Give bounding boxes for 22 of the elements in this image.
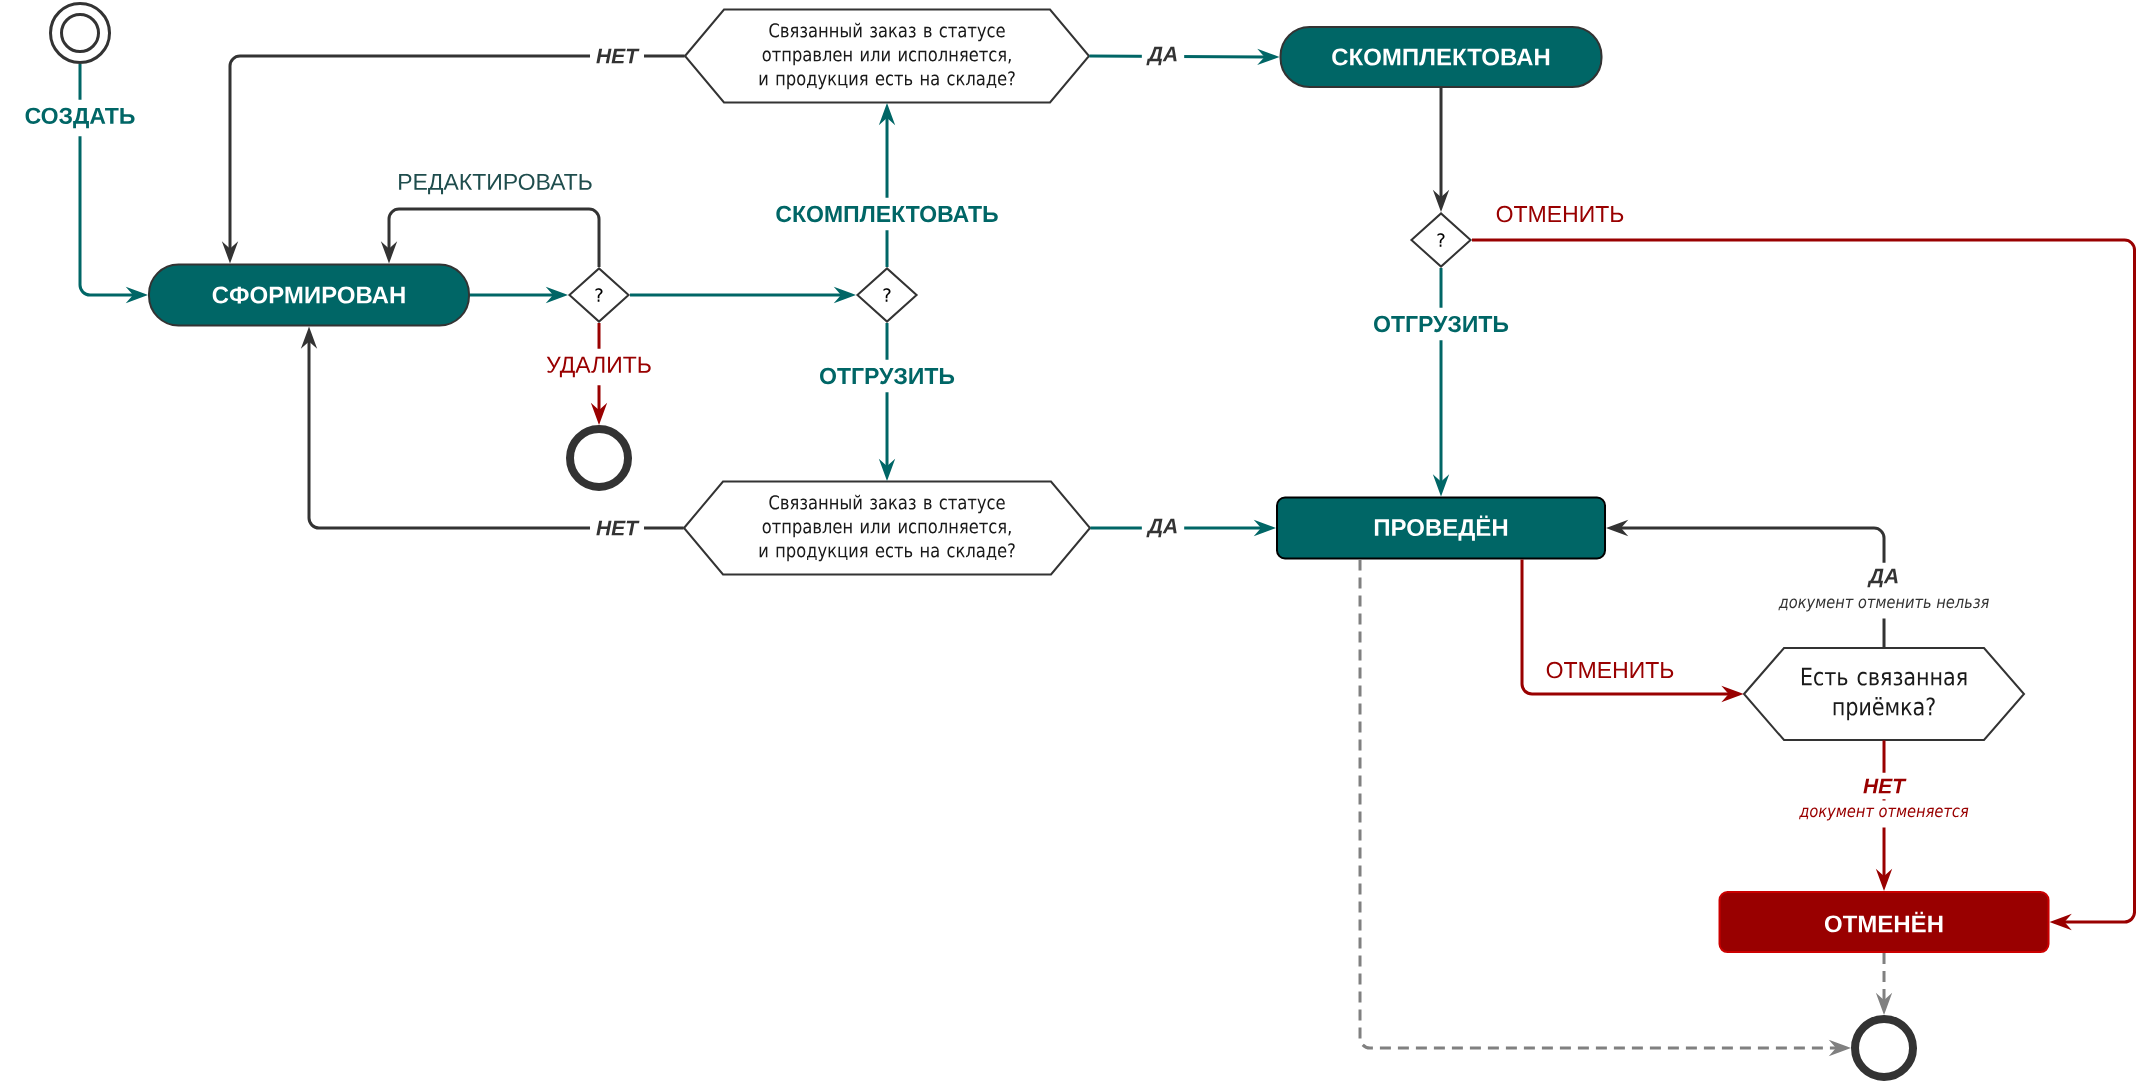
state-box: СФОРМИРОВАН	[148, 263, 470, 327]
edge-label: НЕТ	[590, 42, 644, 70]
arrow	[1472, 238, 2136, 931]
edge-label: УДАЛИТЬ	[538, 348, 660, 386]
edge-label: ОТМЕНИТЬ	[1546, 661, 1674, 679]
state-box: ПРОВЕДЁН	[1276, 496, 1606, 560]
start-circle	[49, 2, 111, 64]
edge-label: ДА	[1141, 40, 1185, 72]
state-box: СКОМПЛЕКТОВАН	[1279, 26, 1603, 88]
edge-label: СКОМПЛЕКТОВАТЬ	[767, 197, 1007, 231]
end-circle	[566, 425, 632, 491]
edge-label: НЕТ	[1857, 772, 1911, 800]
edge-label: ОТГРУЗИТЬ	[1365, 307, 1517, 341]
state-box: ОТМЕНЁН	[1718, 891, 2050, 953]
end-circle	[1851, 1015, 1917, 1081]
edge-label: СОЗДАТЬ	[16, 99, 144, 137]
edge-label: ОТМЕНИТЬ	[1496, 205, 1624, 223]
edge-label: ДА	[1862, 562, 1906, 594]
edge-label: ОТГРУЗИТЬ	[811, 359, 963, 393]
edge-label: НЕТ	[590, 514, 644, 542]
edge-label: ДА	[1141, 512, 1185, 544]
edge-label: РЕДАКТИРОВАТЬ	[399, 173, 592, 195]
